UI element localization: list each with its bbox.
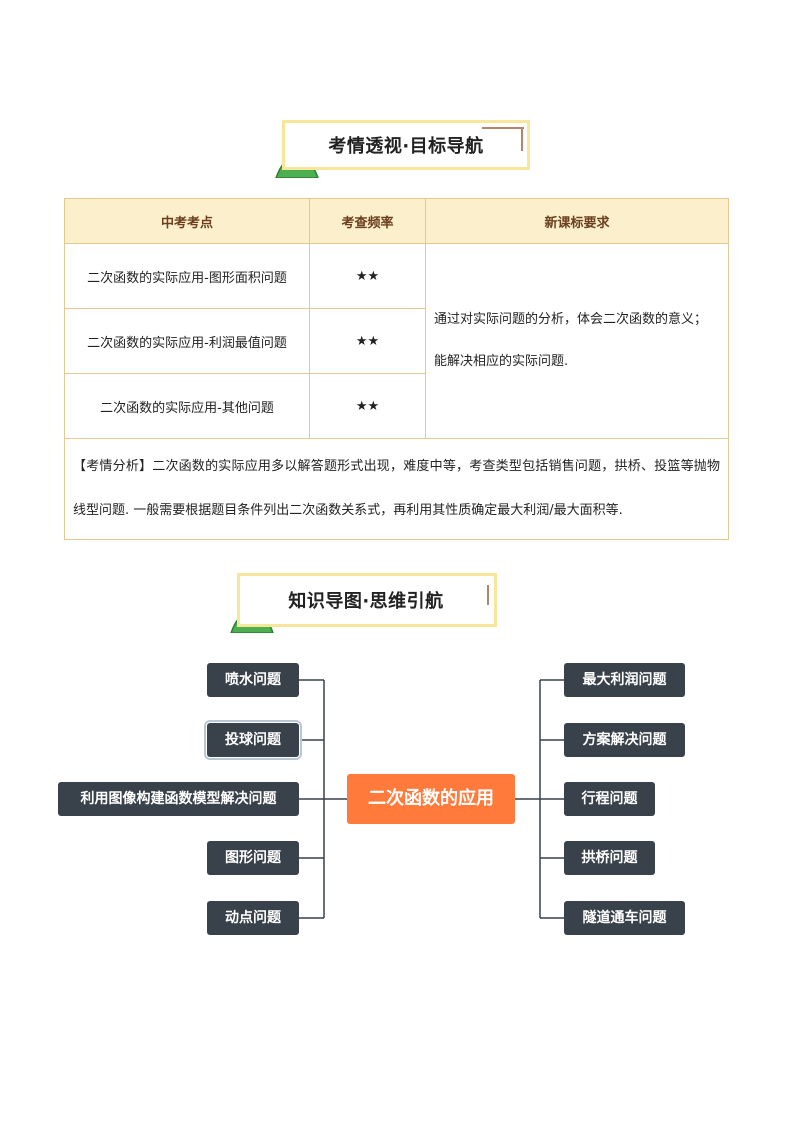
requirement-line: 能解决相应的实际问题. xyxy=(434,354,569,369)
mindmap-center-node[interactable]: 二次函数的应用 xyxy=(347,774,515,824)
section-banner-exam: 考情透视·目标导航 xyxy=(274,118,534,178)
frequency-stars: ★★ xyxy=(309,243,426,309)
mindmap-node-arch-bridge[interactable]: 拱桥问题 xyxy=(564,841,655,875)
banner-title: 考情透视·目标导航 xyxy=(328,136,484,157)
analysis-row: 【考情分析】二次函数的实际应用多以解答题形式出现，难度中等，考查类型包括销售问题… xyxy=(64,438,729,540)
table-header-row: 中考考点 考查频率 新课标要求 xyxy=(64,198,729,244)
mindmap-node-plan[interactable]: 方案解决问题 xyxy=(564,723,685,757)
mindmap-node-moving-point[interactable]: 动点问题 xyxy=(207,901,299,935)
topic-cell: 二次函数的实际应用-其他问题 xyxy=(64,373,310,439)
table-row: 二次函数的实际应用-图形面积问题 ★★ 通过对实际问题的分析，体会二次函数的意义… xyxy=(64,243,729,439)
mindmap-node-tunnel[interactable]: 隧道通车问题 xyxy=(564,901,685,935)
requirement-cell: 通过对实际问题的分析，体会二次函数的意义； 能解决相应的实际问题. xyxy=(425,243,729,439)
banner-title: 知识导图·思维引航 xyxy=(288,591,444,612)
topic-cell: 二次函数的实际应用-图形面积问题 xyxy=(64,243,310,309)
section-banner-mindmap: 知识导图·思维引航 xyxy=(229,571,499,633)
table-row: 二次函数的实际应用-利润最值问题 ★★ xyxy=(64,308,729,374)
exam-info-table: 中考考点 考查频率 新课标要求 二次函数的实际应用-图形面积问题 ★★ 通过对实… xyxy=(64,198,729,540)
frequency-stars: ★★ xyxy=(309,308,426,374)
mindmap-node-travel[interactable]: 行程问题 xyxy=(564,782,655,816)
mindmap-node-spray[interactable]: 喷水问题 xyxy=(207,663,299,697)
banner-corner-decoration xyxy=(482,127,524,129)
mindmap-node-shape[interactable]: 图形问题 xyxy=(207,841,299,875)
mindmap-node-max-profit[interactable]: 最大利润问题 xyxy=(564,663,685,697)
mindmap-node-graph-model[interactable]: 利用图像构建函数模型解决问题 xyxy=(58,782,299,816)
topic-cell: 二次函数的实际应用-利润最值问题 xyxy=(64,308,310,374)
header-requirement: 新课标要求 xyxy=(425,198,729,244)
exam-analysis-text: 【考情分析】二次函数的实际应用多以解答题形式出现，难度中等，考查类型包括销售问题… xyxy=(64,438,729,540)
requirement-line: 通过对实际问题的分析，体会二次函数的意义； xyxy=(434,312,708,327)
banner-corner-decoration xyxy=(487,585,489,605)
mindmap-node-shot[interactable]: 投球问题 xyxy=(204,720,302,760)
